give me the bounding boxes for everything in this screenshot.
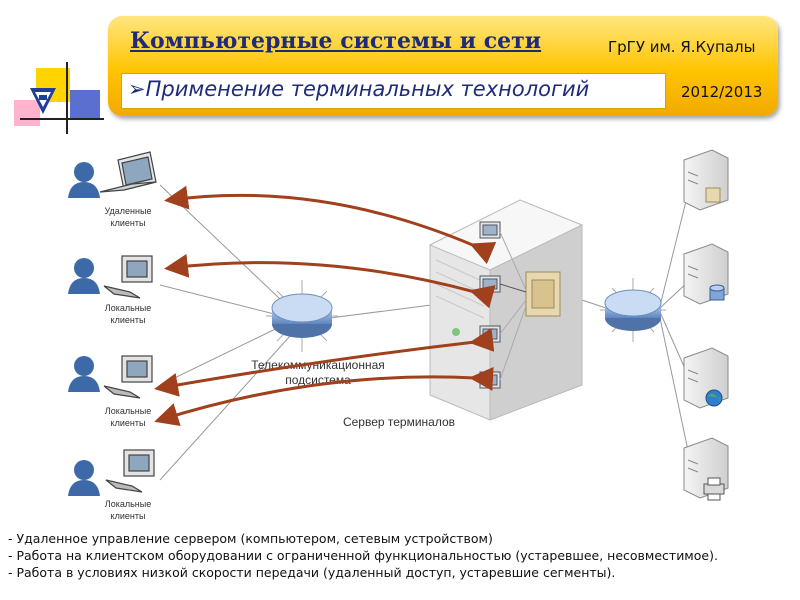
bullet-list: - Удаленное управление сервером (компьют… (8, 530, 798, 581)
topic-text: Применение терминальных технологий (145, 77, 590, 101)
database-icon (709, 284, 725, 301)
link-local-client-3 (159, 324, 301, 481)
session-monitor-icon-3 (479, 325, 501, 343)
server-label: Сервер терминалов (343, 415, 455, 429)
printer-icon (703, 477, 725, 501)
academic-year: 2012/2013 (681, 83, 763, 101)
client-label-local-1-line-2: клиенты (111, 315, 146, 325)
arrow-local-client-1 (164, 253, 496, 309)
arrow-remote-client (164, 185, 497, 265)
local-client-group-3: Локальные клиенты (68, 449, 155, 521)
workstation-icon (103, 255, 153, 299)
switch-hub-icon (600, 278, 666, 342)
link-switch-server-4 (659, 317, 691, 461)
decor-line-vertical (66, 62, 68, 134)
terminal-network-diagram: Телекоммуникационная подсистема Сервер т… (68, 149, 729, 521)
user-icon (68, 356, 100, 392)
laptop-icon (99, 151, 157, 193)
client-links (159, 184, 691, 481)
server-tower-icon-1 (683, 149, 729, 211)
link-server-switch (581, 299, 607, 309)
decor-square-blue (70, 90, 100, 118)
decor-line-horizontal (20, 118, 104, 120)
session-arrows (154, 185, 497, 427)
bullet-item: - Работа на клиентском оборудовании с ог… (8, 548, 718, 563)
session-monitor-icon-1 (479, 221, 501, 239)
topic-title: ➢Применение терминальных технологий (128, 77, 589, 101)
remote-client-group: Удаленные клиенты (68, 151, 157, 228)
user-icon (68, 258, 100, 294)
client-label-local-3-line-1: Локальные (105, 499, 151, 509)
client-label-local-3-line-2: клиенты (111, 511, 146, 521)
workstation-icon (105, 449, 155, 493)
link-remote-client (159, 184, 301, 319)
local-client-group-2: Локальные клиенты (68, 355, 153, 428)
link-switch-server-1 (659, 184, 691, 307)
user-icon (68, 162, 100, 198)
bullet-item: - Работа в условиях низкой скорости пере… (8, 565, 616, 580)
workstation-icon (103, 355, 153, 399)
client-label-local-2-line-1: Локальные (105, 406, 151, 416)
globe-icon (705, 389, 723, 407)
decor-square-pink (14, 100, 40, 126)
bullet-arrow-icon: ➢ (128, 77, 146, 101)
university-name: ГрГУ им. Я.Купалы (608, 38, 756, 56)
course-title: Компьютерные системы и сети (130, 28, 542, 54)
client-label-remote-line-2: клиенты (111, 218, 146, 228)
user-icon (68, 460, 100, 496)
server-module-icon (525, 271, 561, 317)
topic-box: ➢Применение терминальных технологий (121, 73, 666, 109)
session-monitor-icon-4 (479, 371, 501, 389)
session-monitor-icon-2 (479, 275, 501, 293)
client-label-local-1-line-1: Локальные (105, 303, 151, 313)
local-client-group-1: Локальные клиенты (68, 255, 153, 325)
client-label-local-2-line-2: клиенты (111, 418, 146, 428)
university-logo (28, 86, 58, 116)
client-label-remote-line-1: Удаленные (105, 206, 152, 216)
arrow-local-client-3 (154, 366, 494, 427)
header-banner: Компьютерные системы и сети ГрГУ им. Я.К… (108, 16, 778, 116)
bullet-item: - Удаленное управление сервером (компьют… (8, 531, 493, 546)
telecom-hub-icon (266, 280, 338, 352)
